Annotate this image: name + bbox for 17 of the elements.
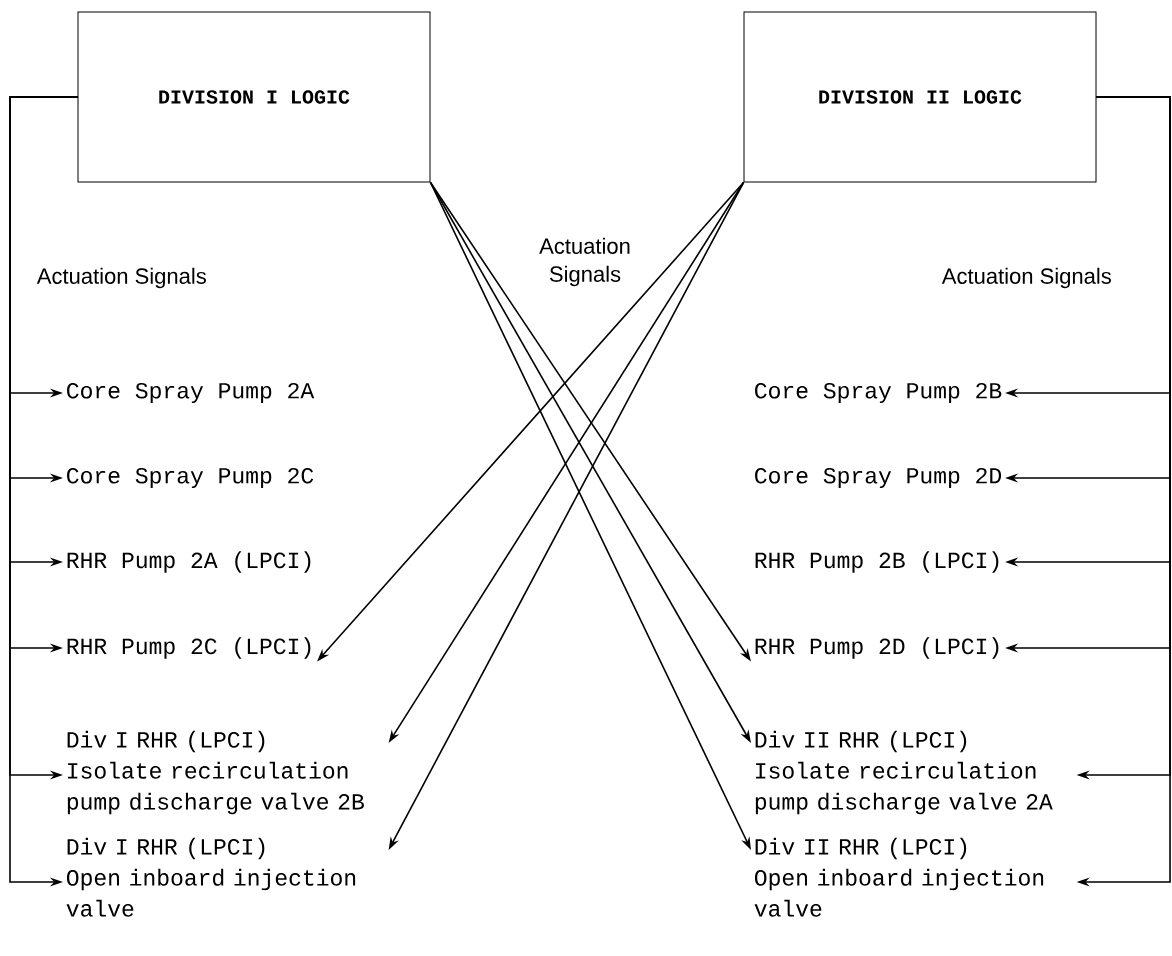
signal-target-text: RHR Pump 2C (LPCI) <box>67 637 311 659</box>
logic-box: DIVISION II LOGIC <box>743 11 1097 183</box>
signal-label: Actuation Signals <box>539 237 630 287</box>
signal-target-text: Core Spray Pump 2A <box>67 382 315 404</box>
signal-target-text: Core Spray Pump 2D <box>755 467 1002 489</box>
logic-box: DIVISION I LOGIC <box>77 11 431 183</box>
signal-target-text: Core Spray Pump 2B <box>755 382 1002 404</box>
signal-label: Actuation Signals <box>36 267 206 289</box>
signal-target-text: Div I RHR (LPCI) Open inboard injection valve <box>66 837 356 917</box>
signal-target-text: Div I RHR (LPCI) Isolate recirculation pump discharge valve 2B <box>67 730 364 815</box>
signal-target-text: Core Spray Pump 2C <box>67 467 314 489</box>
signal-target-text: RHR Pump 2A (LPCI) <box>67 551 311 573</box>
signal-label: Actuation Signals <box>941 267 1111 289</box>
signal-target-text: RHR Pump 2B (LPCI) <box>755 551 999 573</box>
signal-target-text: Div II RHR (LPCI) Open inboard injection valve <box>754 837 1044 917</box>
signal-target-text: RHR Pump 2D (LPCI) <box>755 637 999 659</box>
signal-target-text: Div II RHR (LPCI) Isolate recirculation pump discharge valve 2A <box>755 730 1053 815</box>
